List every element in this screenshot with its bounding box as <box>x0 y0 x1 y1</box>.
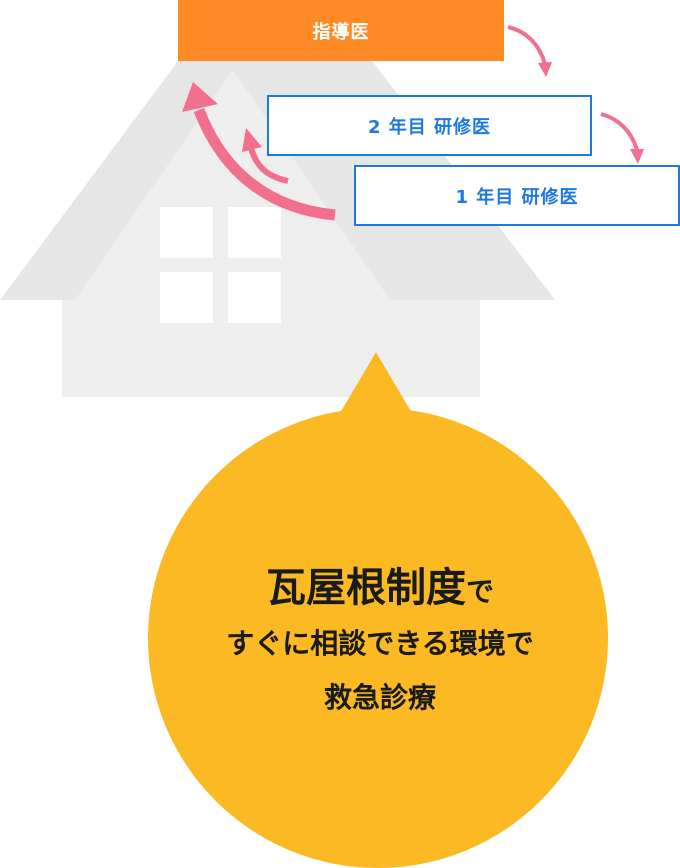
speech-bubble-circle <box>148 408 608 868</box>
first-year-resident-box: 1 年目 研修医 <box>354 165 680 226</box>
window-pane <box>160 272 213 323</box>
second-year-resident-box: 2 年目 研修医 <box>267 95 592 156</box>
window-pane <box>228 207 281 258</box>
window-pane <box>160 207 213 258</box>
attending-physician-box: 指導医 <box>178 0 504 61</box>
down-arrowhead-2 <box>630 149 644 164</box>
attending-physician-label: 指導医 <box>312 21 370 43</box>
bubble-headline-main: 瓦屋根制度 <box>265 565 466 611</box>
bubble-line-2: すぐに相談できる環境で <box>226 627 534 660</box>
down-arrowhead-1 <box>538 62 552 77</box>
inner-roof <box>75 70 390 300</box>
speech-bubble-tail <box>336 352 416 420</box>
small-up-arrowhead <box>242 128 262 152</box>
big-up-arrowhead <box>182 82 218 112</box>
down-arrow-attending-to-pgy2 <box>507 25 547 65</box>
first-year-resident-label: 1 年目 研修医 <box>455 186 579 208</box>
down-arrow-pgy2-to-pgy1 <box>600 112 639 151</box>
bubble-headline-suffix: で <box>465 575 494 608</box>
bubble-line-3: 救急診療 <box>323 681 436 714</box>
small-up-arrow <box>248 147 289 184</box>
window-pane <box>228 272 281 323</box>
big-up-arrow <box>193 108 336 221</box>
second-year-resident-label: 2 年目 研修医 <box>367 116 492 138</box>
bubble-headline: 瓦屋根制度で <box>150 555 610 613</box>
